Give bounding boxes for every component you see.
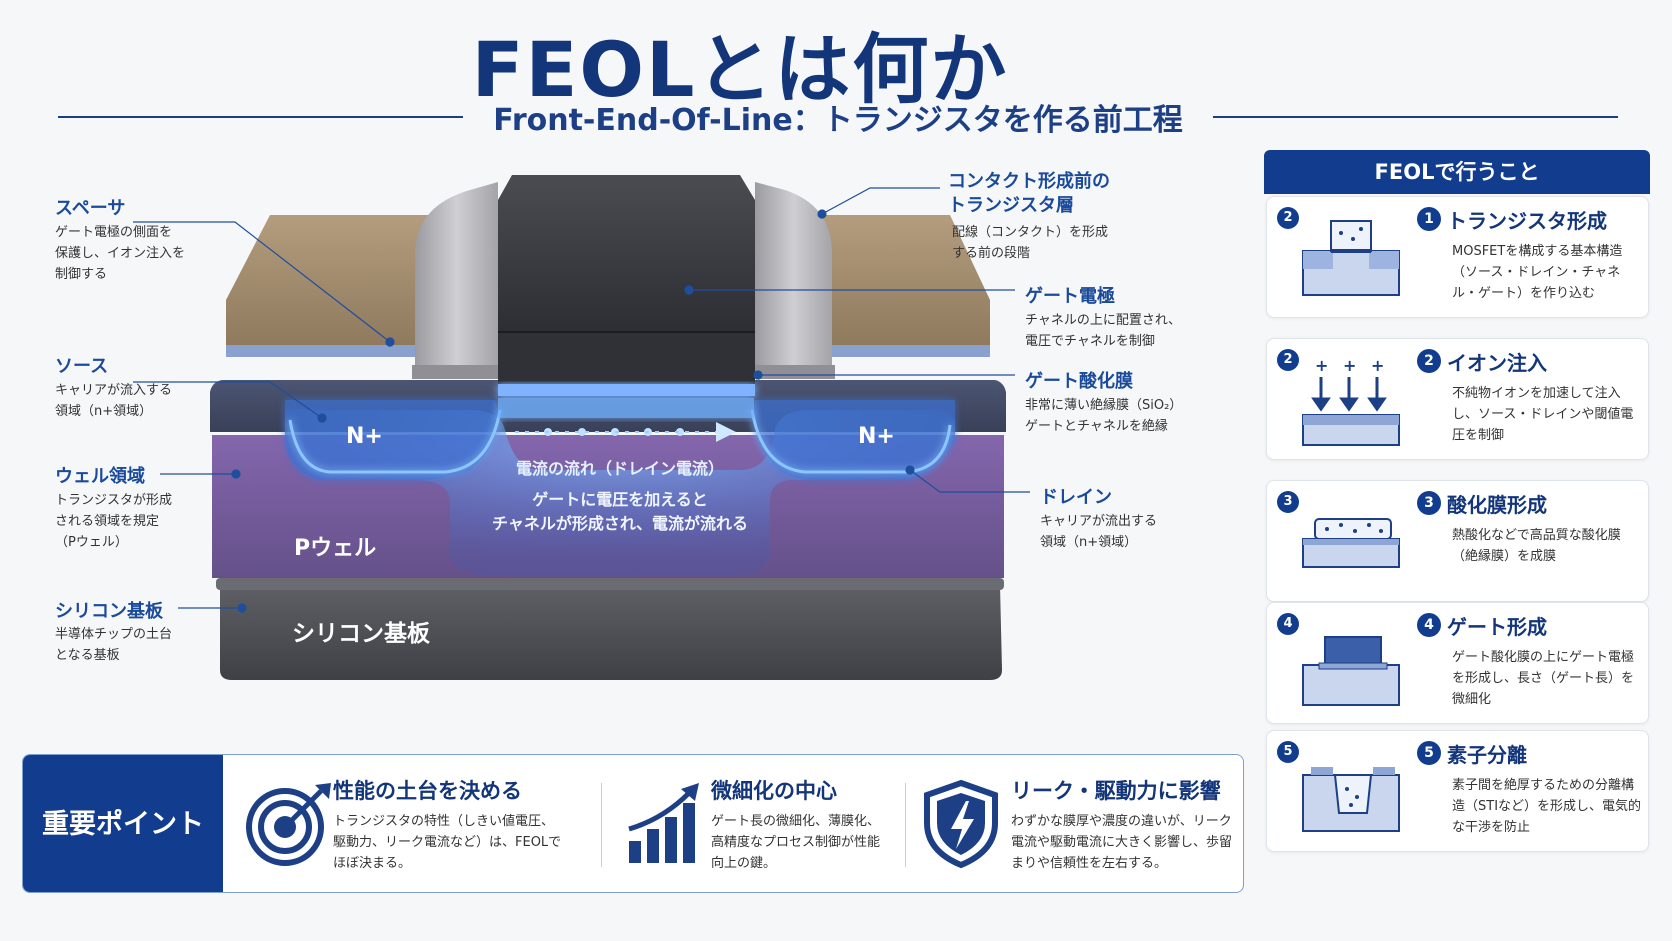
flow-desc-2: チャネルが形成され、電流が流れる — [491, 514, 748, 533]
well-label: ウェル領域 — [55, 466, 145, 487]
contact-layer-left — [226, 215, 470, 345]
substrate-label: シリコン基板 — [55, 601, 163, 622]
step-badge: 2 — [1277, 207, 1299, 229]
drain-label: ドレイン — [1040, 487, 1112, 508]
key-point-item: 性能の土台を決める トランジスタの特性（しきい値電圧、駆動力、リーク電流など）は… — [235, 755, 595, 892]
divider — [905, 783, 906, 867]
gate-label: ゲート電極 — [1025, 286, 1115, 307]
key-point-item: リーク・駆動力に影響 わずかな膜厚や濃度の違いが、リーク電流や駆動電流に大きく影… — [913, 755, 1243, 892]
transistor-diagram: スペーサ ゲート電極の側面を 保護し、イオン注入を 制御する ソース キャリアが… — [55, 171, 1183, 680]
growth-chart-icon — [628, 783, 699, 863]
step-number: 1 — [1417, 207, 1441, 231]
source-desc: キャリアが流入する 領域（n+領域） — [55, 383, 173, 419]
step-number: 2 — [1417, 349, 1441, 373]
divider-right — [1212, 116, 1618, 118]
gate-icon — [1302, 636, 1400, 706]
well-desc: トランジスタが形成 される領域を規定 （Pウェル） — [55, 493, 173, 550]
key-point-title: リーク・駆動力に影響 — [1011, 779, 1221, 803]
page-subtitle: Front-End-Of-Line：トランジスタを作る前工程 — [493, 103, 1183, 138]
drain-nplus-text: N+ — [858, 424, 895, 449]
current-flow-arrow — [515, 422, 736, 442]
step-desc: ゲート酸化膜の上にゲート電極を形成し、長さ（ゲート長）を微細化 — [1452, 650, 1635, 707]
svg-text:+: + — [1343, 356, 1356, 375]
source-nplus-glow — [285, 400, 498, 480]
step-title: 酸化膜形成 — [1447, 493, 1547, 517]
source-nplus-text: N+ — [346, 424, 383, 449]
gate-electrode — [498, 175, 755, 332]
divider — [601, 783, 602, 867]
step-title: イオン注入 — [1447, 351, 1547, 375]
step-badge: 4 — [1277, 613, 1299, 635]
target-icon — [246, 783, 331, 866]
step-card: 2 1 トランジスタ形成 MOSFETを構成する基本構造（ソース・ドレイン・チャ… — [1266, 196, 1649, 318]
oxide-label: ゲート酸化膜 — [1025, 371, 1133, 392]
divider-left — [58, 116, 464, 118]
step-card: 2 + + + 2 イオン注入 不純物イオンを加速して注入し、ソース・ドレインや… — [1266, 338, 1649, 460]
step-badge: 3 — [1277, 491, 1299, 513]
key-point-desc: トランジスタの特性（しきい値電圧、駆動力、リーク電流など）は、FEOLでほぼ決ま… — [333, 814, 562, 871]
step-badge: 5 — [1277, 741, 1299, 763]
step-desc: MOSFETを構成する基本構造（ソース・ドレイン・チャネル・ゲート）を作り込む — [1452, 244, 1623, 301]
oxide-icon — [1302, 518, 1400, 568]
gate-oxide — [498, 384, 755, 396]
substrate-block — [220, 585, 1002, 680]
spacer-desc: ゲート電極の側面を 保護し、イオン注入を 制御する — [55, 225, 186, 282]
step-number: 5 — [1417, 741, 1441, 765]
spacer-label: スペーサ — [55, 198, 126, 219]
drain-desc: キャリアが流出する 領域（n+領域） — [1040, 514, 1158, 550]
key-point-title: 微細化の中心 — [711, 779, 837, 803]
page-title: FEOLとは何か — [471, 25, 1009, 114]
gate-desc: チャネルの上に配置され、 電圧でチャネルを制御 — [1025, 313, 1182, 349]
flow-desc-1: ゲートに電圧を加えると — [532, 490, 708, 509]
step-badge: 2 — [1277, 349, 1299, 371]
step-desc: 素子間を絶厚するための分離構造（STIなど）を形成し、電気的な干渉を防止 — [1452, 778, 1642, 835]
svg-text:+: + — [1315, 356, 1328, 375]
drain-nplus-glow — [754, 400, 955, 480]
substrate-text: シリコン基板 — [292, 621, 430, 647]
key-points-box: 重要ポイント 性能の土台を決める トランジスタの特性（しきい値電圧、駆動力、リー… — [22, 754, 1244, 893]
key-point-desc: わずかな膜厚や濃度の違いが、リーク電流や駆動電流に大きく影響し、歩留まりや信頼性… — [1011, 814, 1233, 871]
step-title: 素子分離 — [1447, 743, 1527, 767]
ion-implant-icon: + + + — [1302, 356, 1400, 446]
subtitle-bar: Front-End-Of-Line：トランジスタを作る前工程 — [58, 92, 1618, 142]
step-number: 4 — [1417, 613, 1441, 637]
step-desc: 熱酸化などで高品質な酸化膜（絶縁膜）を成膜 — [1452, 528, 1621, 564]
step-title: ゲート形成 — [1447, 615, 1547, 639]
step-card: 4 4 ゲート形成 ゲート酸化膜の上にゲート電極を形成し、長さ（ゲート長）を微細… — [1266, 602, 1649, 724]
spacer-right — [755, 182, 832, 365]
key-point-desc: ゲート長の微細化、薄膜化、高精度なプロセス制御が性能向上の鍵。 — [711, 814, 881, 871]
svg-text:+: + — [1371, 356, 1384, 375]
isolation-icon — [1302, 767, 1400, 832]
key-point-title: 性能の土台を決める — [333, 779, 522, 803]
contact-layer-right — [790, 215, 990, 345]
contact-desc: 配線（コンタクト）を形成 する前の段階 — [952, 225, 1109, 261]
pwell-text: Pウェル — [294, 536, 377, 561]
shield-bolt-icon — [924, 779, 998, 869]
substrate-desc: 半導体チップの土台 となる基板 — [55, 627, 173, 663]
step-title: トランジスタ形成 — [1447, 209, 1607, 233]
step-desc: 不純物イオンを加速して注入し、ソース・ドレインや閾値電圧を制御 — [1452, 386, 1634, 443]
transistor-cross-section — [133, 175, 1030, 680]
key-points-heading: 重要ポイント — [23, 755, 223, 892]
source-label: ソース — [55, 356, 109, 377]
contact-label: コンタクト形成前の トランジスタ層 — [948, 171, 1110, 216]
step-card: 5 5 素子分離 素子間を絶厚するための分離構造（STIなど）を形成し、電気的な… — [1266, 730, 1649, 852]
step-card: 3 3 酸化膜形成 熱酸化などで高品質な酸化膜（絶縁膜）を成膜 — [1266, 480, 1649, 602]
step-number: 3 — [1417, 491, 1441, 515]
spacer-left — [415, 182, 498, 365]
transistor-icon — [1302, 220, 1400, 296]
oxide-desc: 非常に薄い絶縁膜（SiO₂） ゲートとチャネルを絶縁 — [1025, 398, 1183, 434]
key-point-item: 微細化の中心 ゲート長の微細化、薄膜化、高精度なプロセス制御が性能向上の鍵。 — [613, 755, 903, 892]
panel-header: FEOLで行うこと — [1264, 150, 1650, 194]
flow-title: 電流の流れ（ドレイン電流） — [515, 459, 724, 478]
